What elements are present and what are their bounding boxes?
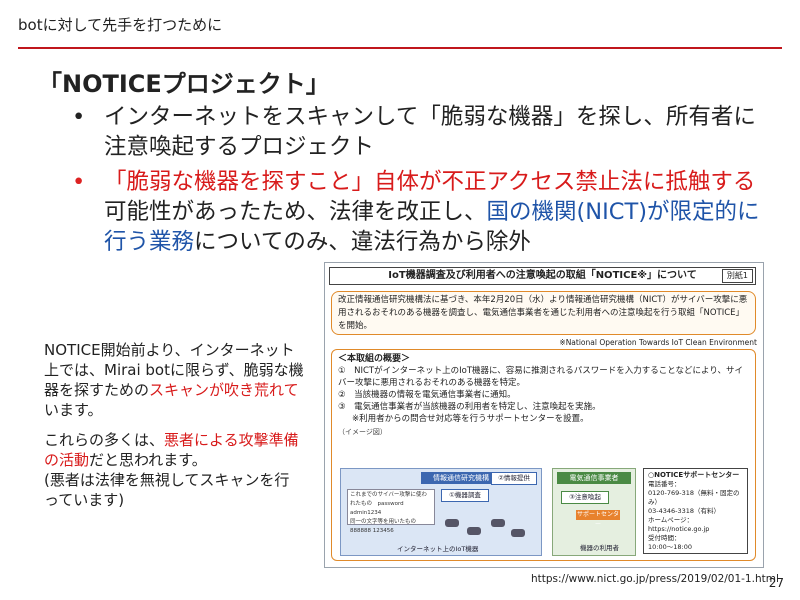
step1-label: ①機器調査: [441, 489, 489, 502]
note-text: (悪者は法律を無視してスキャンを行っています): [44, 471, 290, 509]
password-table: これまでのサイバー攻撃に使われたもの password admin1234 同一…: [347, 489, 435, 534]
step3-label: ③注意喚起: [561, 491, 609, 504]
step2-label: ②情報提供: [491, 472, 537, 485]
notice-figure: IoT機器調査及び利用者への注意喚起の取組「NOTICE※」について 別紙1 改…: [324, 262, 764, 568]
bullet-list: • インターネットをスキャンして「脆弱な機器」を探し、所有者に注意喚起するプロジ…: [68, 102, 768, 262]
figure-title: IoT機器調査及び利用者への注意喚起の取組「NOTICE※」について: [329, 267, 756, 285]
note-text: います。: [44, 401, 103, 419]
figure-intro: 改正情報通信研究機構法に基づき、本年2月20日（水）より情報通信研究機構（NIC…: [331, 291, 756, 335]
header-title: botに対して先手を打つために: [18, 16, 223, 34]
note-text: だと思われます。: [89, 451, 207, 469]
table-row: 同一の文字等を用いたもの 888888 123456: [350, 519, 422, 534]
page-number: 27: [768, 576, 784, 590]
overview-note: ※利用者からの問合せ対応等を行うサポートセンターを設置。: [352, 414, 589, 424]
support-text: ホームページ：: [648, 516, 694, 524]
note-highlight: スキャンが吹き荒れて: [149, 381, 299, 399]
bullet-item: • 「脆弱な機器を探すこと」自体が不正アクセス禁止法に抵触する可能性があったため…: [68, 167, 768, 257]
support-text: 10:00〜18:00: [648, 543, 692, 551]
iot-label: インターネット上のIoT機器: [397, 545, 479, 553]
side-notes: NOTICE開始前より、インターネット上では、Mirai botに限らず、脆弱な…: [44, 340, 304, 520]
bullet-highlight-blue: 国の機関(NICT)が限定的に行う業務: [104, 199, 760, 255]
overview-item: ③ 電気通信事業者が当該機器の利用者を特定し、注意喚起を実施。: [338, 402, 601, 412]
nict-area: 情報通信研究機構 ①機器調査 ②情報提供 これまでのサイバー攻撃に使われたもの …: [340, 468, 542, 556]
bullet-dot: •: [72, 169, 86, 195]
note-highlight: 悪者による攻撃準備の活動: [44, 431, 299, 469]
support-title: ○NOTICEサポートセンター: [648, 471, 740, 479]
header-divider: [18, 47, 782, 49]
figure-tag: 別紙1: [721, 269, 753, 283]
overview-item: ① NICTがインターネット上のIoT機器に、容易に推測されるパスワードを入力す…: [338, 366, 743, 388]
figure-overview: ＜本取組の概要＞ ① NICTがインターネット上のIoT機器に、容易に推測される…: [331, 349, 756, 561]
support-text: 0120-769-318（無料・固定のみ）: [648, 489, 740, 506]
support-center-label: サポートセンター: [576, 510, 620, 528]
operator-area: 電気通信事業者 ③注意喚起: [552, 468, 636, 556]
table-row: これまでのサイバー攻撃に使われたもの password admin1234: [350, 492, 427, 516]
slide-title: 「NOTICEプロジェクト」: [38, 70, 330, 98]
figure-acronym: ※National Operation Towards IoT Clean En…: [559, 338, 757, 347]
bullet-text: についてのみ、違法行為から除外: [194, 229, 531, 255]
user-label: 機器の利用者: [580, 544, 619, 552]
operator-label: 電気通信事業者: [557, 472, 631, 484]
note-paragraph: これらの多くは、悪者による攻撃準備の活動だと思われます。 (悪者は法律を無視してス…: [44, 430, 304, 510]
support-text: 03-4346-3318（有料）: [648, 507, 721, 515]
support-text: 受付時間：: [648, 534, 681, 542]
source-link[interactable]: https://www.nict.go.jp/press/2019/02/01-…: [531, 573, 779, 585]
image-label: （イメージ図）: [338, 428, 387, 436]
camera-icon: [467, 527, 481, 535]
bullet-highlight-red: 「脆弱な機器を探すこと」自体が不正アクセス禁止法に抵触する: [104, 169, 756, 195]
overview-heading: ＜本取組の概要＞: [338, 354, 411, 364]
note-paragraph: NOTICE開始前より、インターネット上では、Mirai botに限らず、脆弱な…: [44, 340, 304, 420]
bullet-text: 可能性があったため、法律を改正し、: [104, 199, 487, 225]
support-text: https://notice.go.jp: [648, 525, 710, 533]
notice-diagram: 情報通信研究機構 ①機器調査 ②情報提供 これまでのサイバー攻撃に使われたもの …: [340, 468, 748, 556]
bullet-dot: •: [72, 104, 86, 130]
bullet-text: インターネットをスキャンして「脆弱な機器」を探し、所有者に注意喚起するプロジェク…: [104, 104, 756, 160]
note-text: NOTICE開始前より、インターネット上では、Mirai botに限らず、脆弱な…: [44, 341, 304, 399]
router-icon: [445, 519, 459, 527]
router-icon: [491, 519, 505, 527]
support-text: 電話番号：: [648, 480, 681, 488]
note-text: これらの多くは、: [44, 431, 165, 449]
support-center-box: ○NOTICEサポートセンター 電話番号： 0120-769-318（無料・固定…: [643, 468, 748, 554]
overview-item: ② 当該機器の情報を電気通信事業者に通知。: [338, 390, 516, 400]
bullet-item: • インターネットをスキャンして「脆弱な機器」を探し、所有者に注意喚起するプロジ…: [68, 102, 768, 162]
camera-icon: [511, 529, 525, 537]
nict-label: 情報通信研究機構: [421, 472, 501, 484]
